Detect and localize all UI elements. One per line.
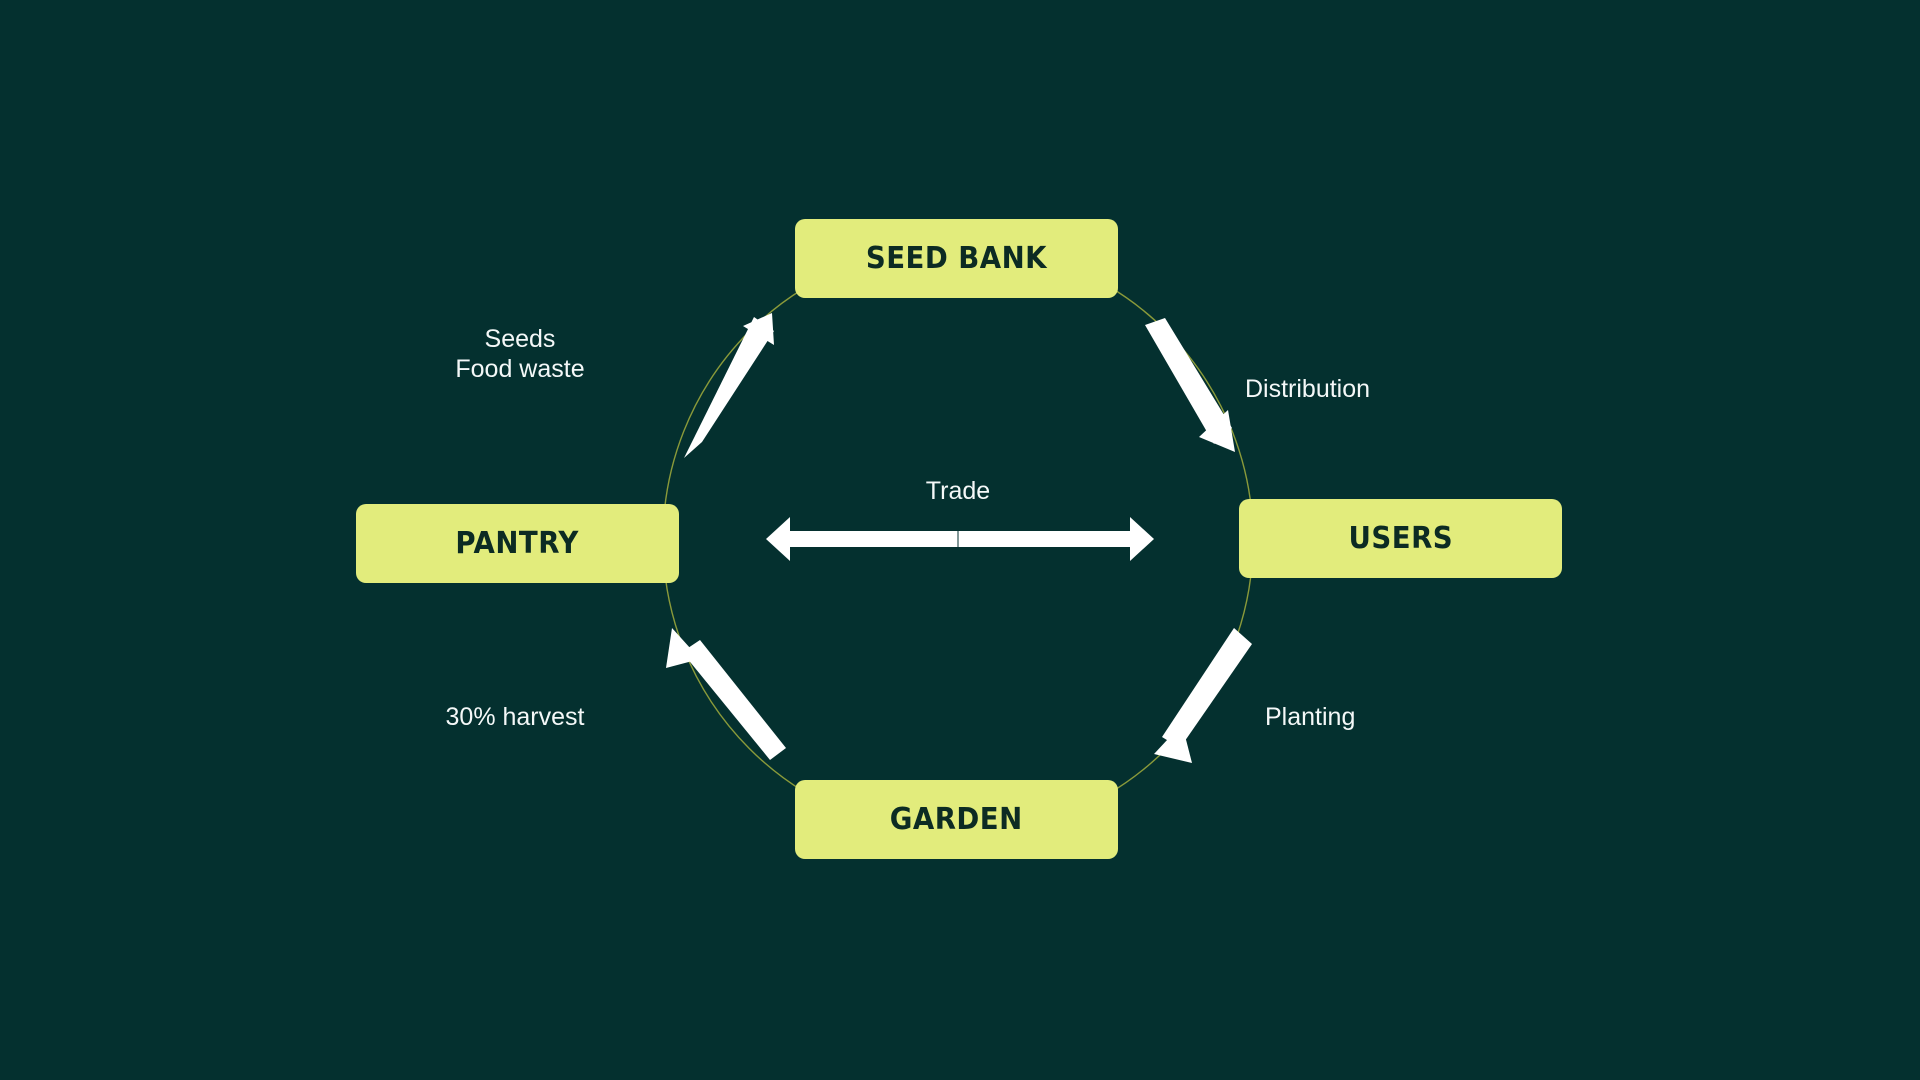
node-seed-bank[interactable]: SEED BANK	[795, 219, 1118, 298]
node-pantry[interactable]: PANTRY	[356, 504, 679, 583]
edge-label-trade: Trade	[925, 477, 991, 505]
edge-label-planting: Planting	[1265, 703, 1356, 731]
node-pantry-label: PANTRY	[455, 525, 580, 561]
node-garden-label: GARDEN	[890, 801, 1023, 837]
arrow-garden-to-pantry	[666, 628, 786, 760]
arrow-pantry-to-seed-bank	[684, 313, 774, 458]
node-users[interactable]: USERS	[1239, 499, 1562, 578]
arrow-trade-bidirectional	[766, 517, 1154, 561]
edge-label-seeds-food-waste: Seeds Food waste	[455, 325, 585, 383]
arrow-users-to-garden	[1154, 628, 1252, 763]
edge-label-distribution: Distribution	[1245, 375, 1371, 403]
node-garden[interactable]: GARDEN	[795, 780, 1118, 859]
node-users-label: USERS	[1348, 520, 1453, 556]
arrow-seed-bank-to-users	[1145, 318, 1235, 452]
node-seed-bank-label: SEED BANK	[865, 240, 1048, 276]
edge-label-harvest: 30% harvest	[445, 703, 585, 731]
